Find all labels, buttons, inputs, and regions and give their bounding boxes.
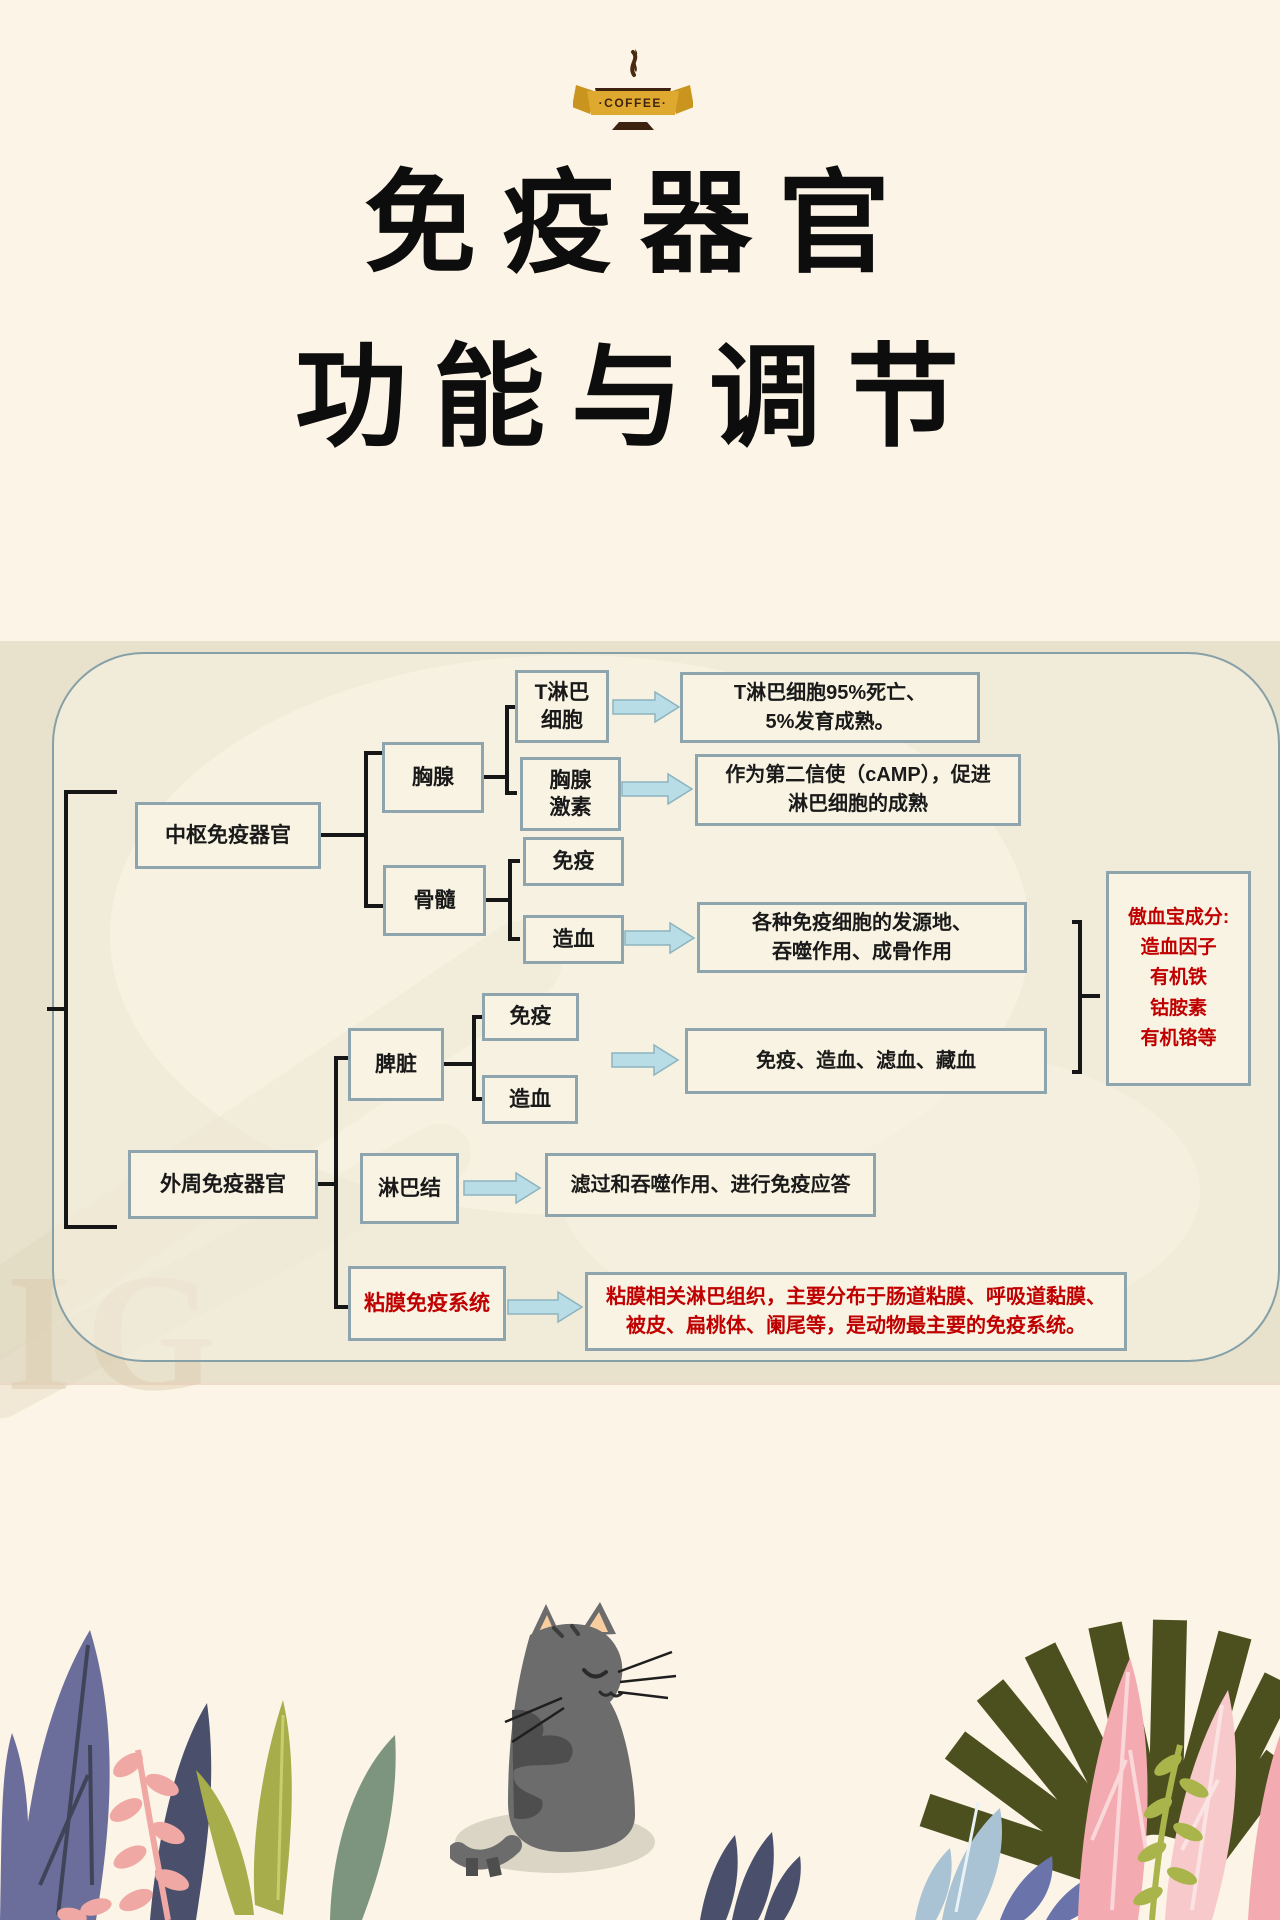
purple-leaf-large — [20, 1630, 110, 1920]
plants-right-illustration — [700, 1619, 1280, 1920]
node-bm-hematopoiesis: 造血 — [523, 915, 624, 964]
cat-body — [508, 1623, 635, 1852]
cat-tail-stripes — [466, 1856, 502, 1878]
node-t-lymphocyte: T淋巴 细胞 — [515, 670, 609, 743]
cat-whiskers — [504, 1650, 677, 1744]
cat-tail — [450, 1835, 522, 1870]
blue-leaves — [915, 1801, 1002, 1920]
node-thymus-hormone: 胸腺 激素 — [520, 757, 621, 831]
olive-sprigs — [1133, 1744, 1209, 1920]
node-label: 免疫 — [509, 1005, 552, 1029]
supplement-item: 有机铬等 — [1140, 1027, 1217, 1049]
supplement-aoxuebao-box: 傲血宝成分: 造血因子 有机铁 钴胺素 有机铬等 — [1106, 871, 1251, 1086]
logo-text: ·COFFEE· — [599, 96, 668, 110]
result-bone-marrow: 各种免疫细胞的发源地、 吞噬作用、成骨作用 — [697, 902, 1027, 973]
node-label: 骨髓 — [413, 888, 456, 912]
result-text: 被皮、扁桃体、阑尾等，是动物最主要的免疫系统。 — [626, 1314, 1086, 1337]
coffee-logo-icon: ·COFFEE· — [573, 49, 693, 130]
result-t-cell-fate: T淋巴细胞95%死亡、 5%发育成熟。 — [680, 672, 980, 743]
result-text: 吞噬作用、成骨作用 — [772, 940, 952, 963]
cat-closed-eye — [582, 1668, 608, 1679]
result-text: 5%发育成熟。 — [765, 710, 895, 733]
node-label: 细胞 — [541, 708, 583, 732]
page-title-line1: 免疫器官 — [364, 163, 916, 287]
cat-head-marks — [552, 1624, 580, 1638]
cat-illustration — [450, 1602, 677, 1878]
supplement-title: 傲血宝成分: — [1127, 907, 1230, 929]
steam-swirl-icon — [630, 50, 638, 77]
node-label: 造血 — [552, 927, 595, 951]
navy-leaf-cluster — [700, 1832, 801, 1920]
result-camp: 作为第二信使（cAMP），促进 淋巴细胞的成熟 — [695, 754, 1021, 826]
node-label: 中枢免疫器官 — [165, 823, 291, 847]
node-label: 胸腺 — [412, 765, 454, 789]
node-spleen-immune: 免疫 — [482, 993, 579, 1041]
result-text: 各种免疫细胞的发源地、 — [752, 911, 972, 934]
node-bm-immune: 免疫 — [523, 837, 624, 886]
navy-leaf — [150, 1703, 212, 1920]
olive-vein — [276, 1714, 285, 1901]
result-text: 滤过和吞噬作用、进行免疫应答 — [570, 1173, 851, 1196]
result-text: T淋巴细胞95%死亡、 — [733, 681, 927, 704]
olive-leaf-2 — [196, 1770, 254, 1915]
node-label: 外周免疫器官 — [160, 1172, 286, 1196]
result-spleen: 免疫、造血、滤血、藏血 — [685, 1028, 1047, 1094]
olive-leaf — [253, 1700, 292, 1915]
cup-foot-icon — [612, 122, 654, 130]
node-lymph-node: 淋巴结 — [360, 1153, 459, 1224]
node-label: 胸腺 — [549, 768, 592, 792]
node-label: 粘膜免疫系统 — [364, 1291, 490, 1315]
result-text: 免疫、造血、滤血、藏血 — [756, 1049, 976, 1072]
diagram-container — [52, 652, 1280, 1362]
result-text: 作为第二信使（cAMP），促进 — [725, 764, 991, 786]
purple-leaf — [0, 1733, 29, 1920]
node-peripheral-immune-organ: 外周免疫器官 — [128, 1150, 318, 1219]
node-label: 脾脏 — [375, 1052, 417, 1076]
plants-left-illustration — [0, 1630, 396, 1920]
leaf-veins — [38, 1644, 94, 1916]
node-label: 造血 — [509, 1087, 551, 1111]
node-label: 激素 — [549, 796, 592, 819]
node-bone-marrow: 骨髓 — [383, 865, 486, 936]
supplement-item: 有机铁 — [1149, 967, 1207, 989]
page-title-line2: 功能与调节 — [295, 337, 985, 461]
ribbon-band — [587, 91, 679, 115]
pink-sprig — [57, 1749, 190, 1920]
supplement-item: 钴胺素 — [1149, 997, 1207, 1019]
supplement-item: 造血因子 — [1140, 937, 1217, 959]
node-thymus: 胸腺 — [382, 742, 484, 813]
node-label: 免疫 — [552, 849, 595, 873]
node-spleen: 脾脏 — [348, 1028, 444, 1101]
node-label: 淋巴结 — [378, 1176, 441, 1200]
cat-mouth — [598, 1690, 624, 1698]
cat-stripes — [512, 1709, 573, 1820]
result-lymph-node: 滤过和吞噬作用、进行免疫应答 — [545, 1153, 876, 1217]
cat-ear-inner-right — [586, 1612, 608, 1632]
result-text: 粘膜相关淋巴组织，主要分布于肠道粘膜、呼吸道黏膜、 — [606, 1285, 1106, 1308]
node-label: T淋巴 — [534, 681, 590, 705]
result-mucosal: 粘膜相关淋巴组织，主要分布于肠道粘膜、呼吸道黏膜、 被皮、扁桃体、阑尾等，是动物… — [585, 1272, 1127, 1351]
pink-leaves — [1078, 1658, 1280, 1920]
node-spleen-hematopoiesis: 造血 — [482, 1075, 578, 1124]
sage-leaf — [330, 1735, 396, 1920]
result-text: 淋巴细胞的成熟 — [788, 793, 928, 815]
node-mucosal-immune-system: 粘膜免疫系统 — [348, 1266, 506, 1341]
node-central-immune-organ: 中枢免疫器官 — [135, 802, 321, 869]
